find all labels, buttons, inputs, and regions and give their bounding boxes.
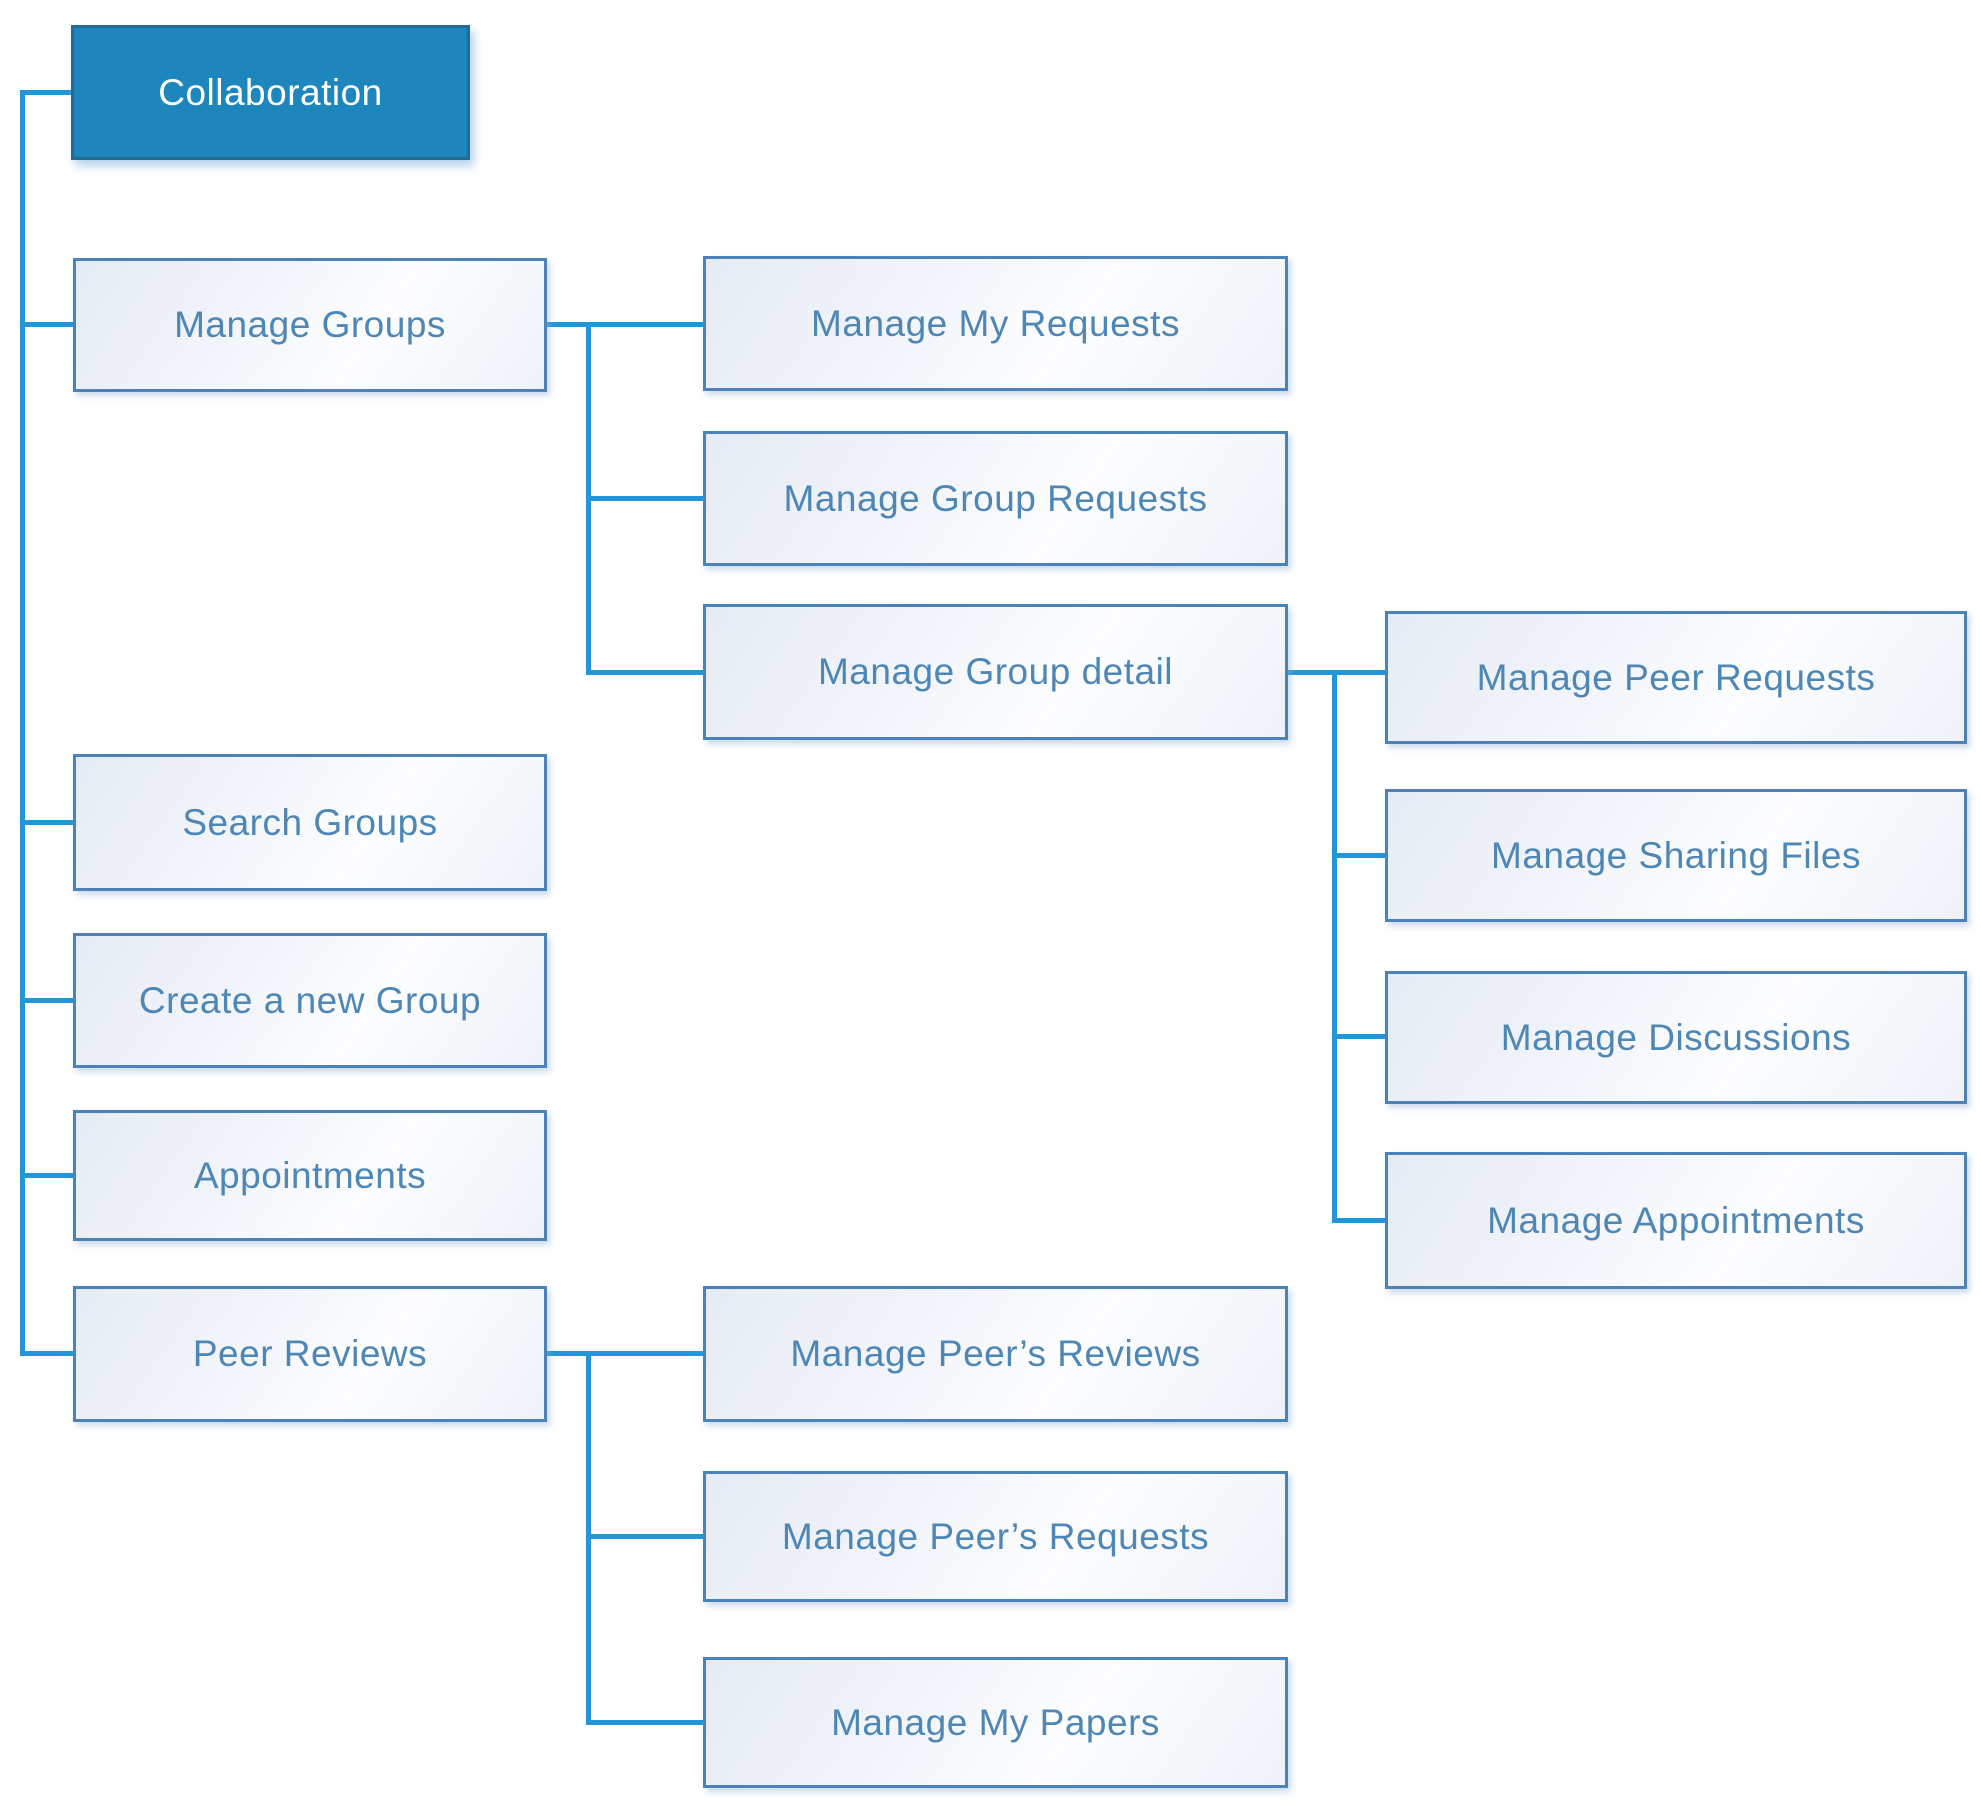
connector-stub-discussions (1332, 1034, 1385, 1039)
connector-peer-reviews-to-children (547, 1351, 703, 1356)
node-label: Manage Group Requests (783, 477, 1208, 519)
connector-stub-collaboration (20, 90, 71, 95)
node-manage-group-detail: Manage Group detail (703, 604, 1288, 740)
connector-manage-groups-to-children (547, 322, 703, 327)
node-appointments: Appointments (73, 1110, 547, 1241)
node-manage-my-papers: Manage My Papers (703, 1657, 1288, 1788)
connector-stub-search-groups (20, 820, 73, 825)
connector-stub-sharing-files (1332, 853, 1385, 858)
node-collaboration: Collaboration (71, 25, 470, 160)
connector-stub-manage-appointments (1332, 1218, 1385, 1223)
connector-stub-my-papers (586, 1720, 703, 1725)
connector-stub-peer-reviews (20, 1351, 73, 1356)
node-label: Manage Groups (174, 304, 446, 345)
node-label: Manage Peer Requests (1476, 656, 1876, 698)
node-label: Collaboration (158, 71, 383, 113)
connector-stub-create-group (20, 998, 73, 1003)
node-create-a-new-group: Create a new Group (73, 933, 547, 1068)
connector-group-detail-trunk (1332, 670, 1337, 1223)
node-label: Manage Discussions (1500, 1016, 1852, 1058)
node-label: Manage Group detail (817, 651, 1174, 692)
node-manage-peers-reviews: Manage Peer’s Reviews (703, 1286, 1288, 1422)
node-label: Manage Appointments (1487, 1199, 1865, 1241)
node-manage-peers-requests: Manage Peer’s Requests (703, 1471, 1288, 1602)
node-label: Manage Peer’s Reviews (790, 1333, 1201, 1374)
connector-stub-manage-groups (20, 322, 73, 327)
node-manage-discussions: Manage Discussions (1385, 971, 1967, 1104)
node-label: Create a new Group (138, 979, 482, 1021)
node-manage-group-requests: Manage Group Requests (703, 431, 1288, 566)
connector-stub-group-requests (586, 496, 703, 501)
node-label: Appointments (193, 1154, 427, 1196)
node-label: Manage Sharing Files (1491, 834, 1861, 876)
node-peer-reviews: Peer Reviews (73, 1286, 547, 1422)
node-manage-appointments: Manage Appointments (1385, 1152, 1967, 1289)
node-label: Manage My Papers (831, 1701, 1160, 1743)
node-label: Peer Reviews (192, 1333, 428, 1374)
connector-root-trunk (20, 90, 25, 1356)
node-label: Search Groups (182, 801, 438, 843)
node-label: Manage Peer’s Requests (781, 1515, 1210, 1557)
node-search-groups: Search Groups (73, 754, 547, 891)
node-manage-my-requests: Manage My Requests (703, 256, 1288, 391)
connector-stub-peers-requests (586, 1534, 703, 1539)
node-manage-groups: Manage Groups (73, 258, 547, 392)
node-manage-peer-requests: Manage Peer Requests (1385, 611, 1967, 744)
connector-stub-appointments (20, 1173, 73, 1178)
connector-stub-group-detail (586, 670, 703, 675)
node-manage-sharing-files: Manage Sharing Files (1385, 789, 1967, 922)
node-label: Manage My Requests (811, 302, 1180, 344)
